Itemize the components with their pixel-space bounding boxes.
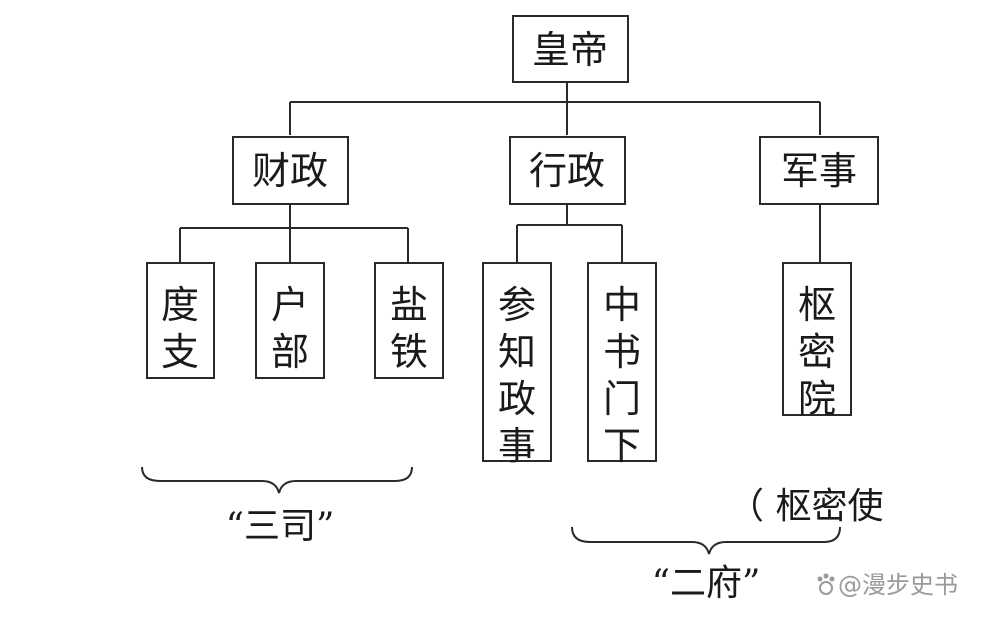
paw-logo-icon [817,573,835,595]
node-emperor: 皇帝 [512,15,629,83]
node-administration-label: 行政 [529,149,605,193]
node-canzhi-label: 参知政事 [498,283,536,468]
node-canzhi: 参知政事 [482,262,552,468]
node-zhongshu-label: 中书门下 [603,283,641,468]
node-duzhi: 度支 [146,262,215,379]
node-shumiyuan-label: 枢密院 [798,283,836,421]
node-zhongshu: 中书门下 [587,262,657,468]
watermark-text: @漫步史书 [838,571,958,599]
node-finance: 财政 [232,136,349,205]
node-hubu-label: 户部 [271,283,309,374]
three-offices-label: “三司” [226,506,335,547]
node-finance-label: 财政 [252,149,328,193]
node-duzhi-label: 度支 [161,283,199,374]
node-yantie: 盐铁 [374,262,444,379]
privy-envoy-label: （ 枢密使 [728,486,883,527]
node-shumiyuan: 枢密院 [782,262,852,421]
three-offices-brace [141,466,413,494]
node-military: 军事 [759,136,879,205]
connector-lines [179,82,821,263]
two-departments-brace [571,526,841,555]
node-yantie-label: 盐铁 [390,283,428,374]
watermark: @漫步史书 [817,571,958,599]
node-hubu: 户部 [255,262,325,379]
node-emperor-label: 皇帝 [532,28,608,72]
two-departments-label: “二府” [652,563,761,604]
node-administration: 行政 [509,136,626,205]
node-military-label: 军事 [781,149,857,193]
